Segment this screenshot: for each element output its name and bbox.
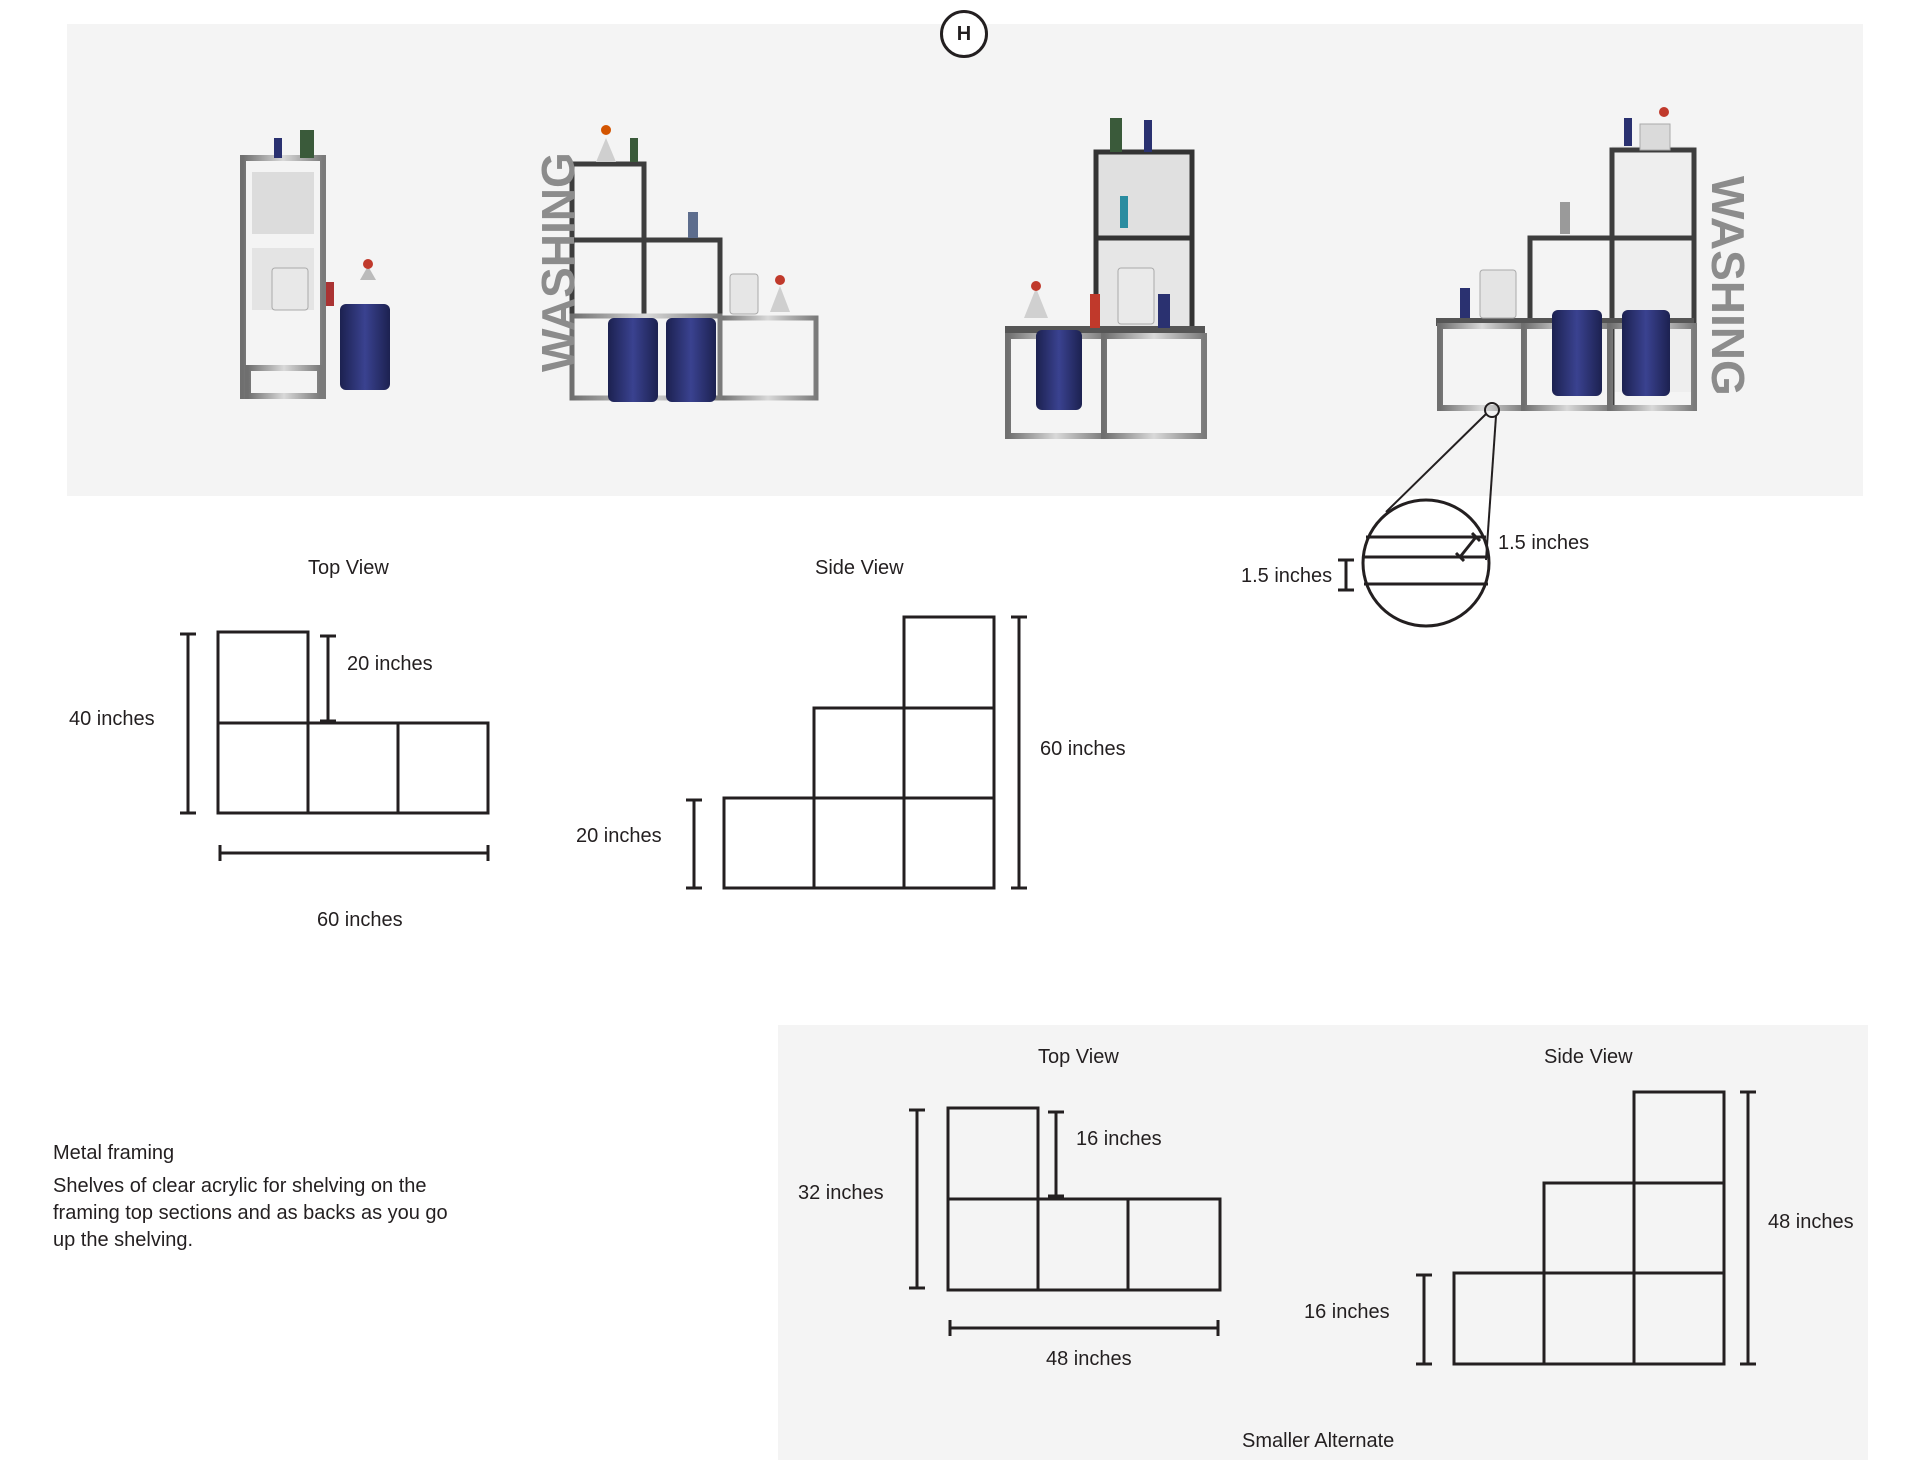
- render-2-items: [596, 125, 790, 402]
- tube-detail-drawing: [1338, 498, 1491, 628]
- main-top-view-title: Top View: [308, 557, 389, 579]
- main-side-view-height-label: 60 inches: [1040, 738, 1126, 760]
- alt-side-view-title: Side View: [1544, 1046, 1633, 1068]
- main-top-view-width-label: 60 inches: [317, 909, 403, 931]
- alternate-panel: [778, 1025, 1868, 1460]
- section-badge: H: [940, 10, 988, 58]
- shelf-render-3: [1005, 118, 1207, 439]
- alt-top-view-title: Top View: [1038, 1046, 1119, 1068]
- notes-heading: Metal framing: [53, 1142, 175, 1164]
- alt-side-view-height-label: 48 inches: [1768, 1211, 1854, 1233]
- main-top-view-drawing: [180, 630, 490, 861]
- main-side-view-title: Side View: [815, 557, 904, 579]
- washing-watermark-1: WASHING: [532, 152, 584, 372]
- alt-top-view-drawing: [909, 1106, 1222, 1336]
- main-side-view-cell-label: 20 inches: [576, 825, 662, 847]
- notes-body: Shelves of clear acrylic for shelving on…: [53, 1175, 448, 1251]
- alt-top-view-height-label: 32 inches: [798, 1182, 884, 1204]
- main-top-view-cell-label: 20 inches: [347, 653, 433, 675]
- detail-label-b: 1.5 inches: [1241, 565, 1333, 587]
- alt-side-view-cell-label: 16 inches: [1304, 1301, 1390, 1323]
- detail-label-a: 1.5 inches: [1498, 532, 1590, 554]
- alternate-caption: Smaller Alternate: [1242, 1430, 1395, 1452]
- main-top-view-height-label: 40 inches: [69, 708, 155, 730]
- alt-top-view-width-label: 48 inches: [1046, 1348, 1132, 1370]
- alt-top-view-cell-label: 16 inches: [1076, 1128, 1162, 1150]
- main-side-view-drawing: [686, 615, 1027, 890]
- material-notes: Metal framing Shelves of clear acrylic f…: [53, 1140, 473, 1260]
- washing-watermark-2: WASHING: [1702, 176, 1754, 396]
- alt-side-view-drawing: [1416, 1090, 1756, 1366]
- shelf-render-4: [1436, 107, 1697, 411]
- detail-leader: [1385, 402, 1500, 561]
- render-1-items: [271, 130, 390, 390]
